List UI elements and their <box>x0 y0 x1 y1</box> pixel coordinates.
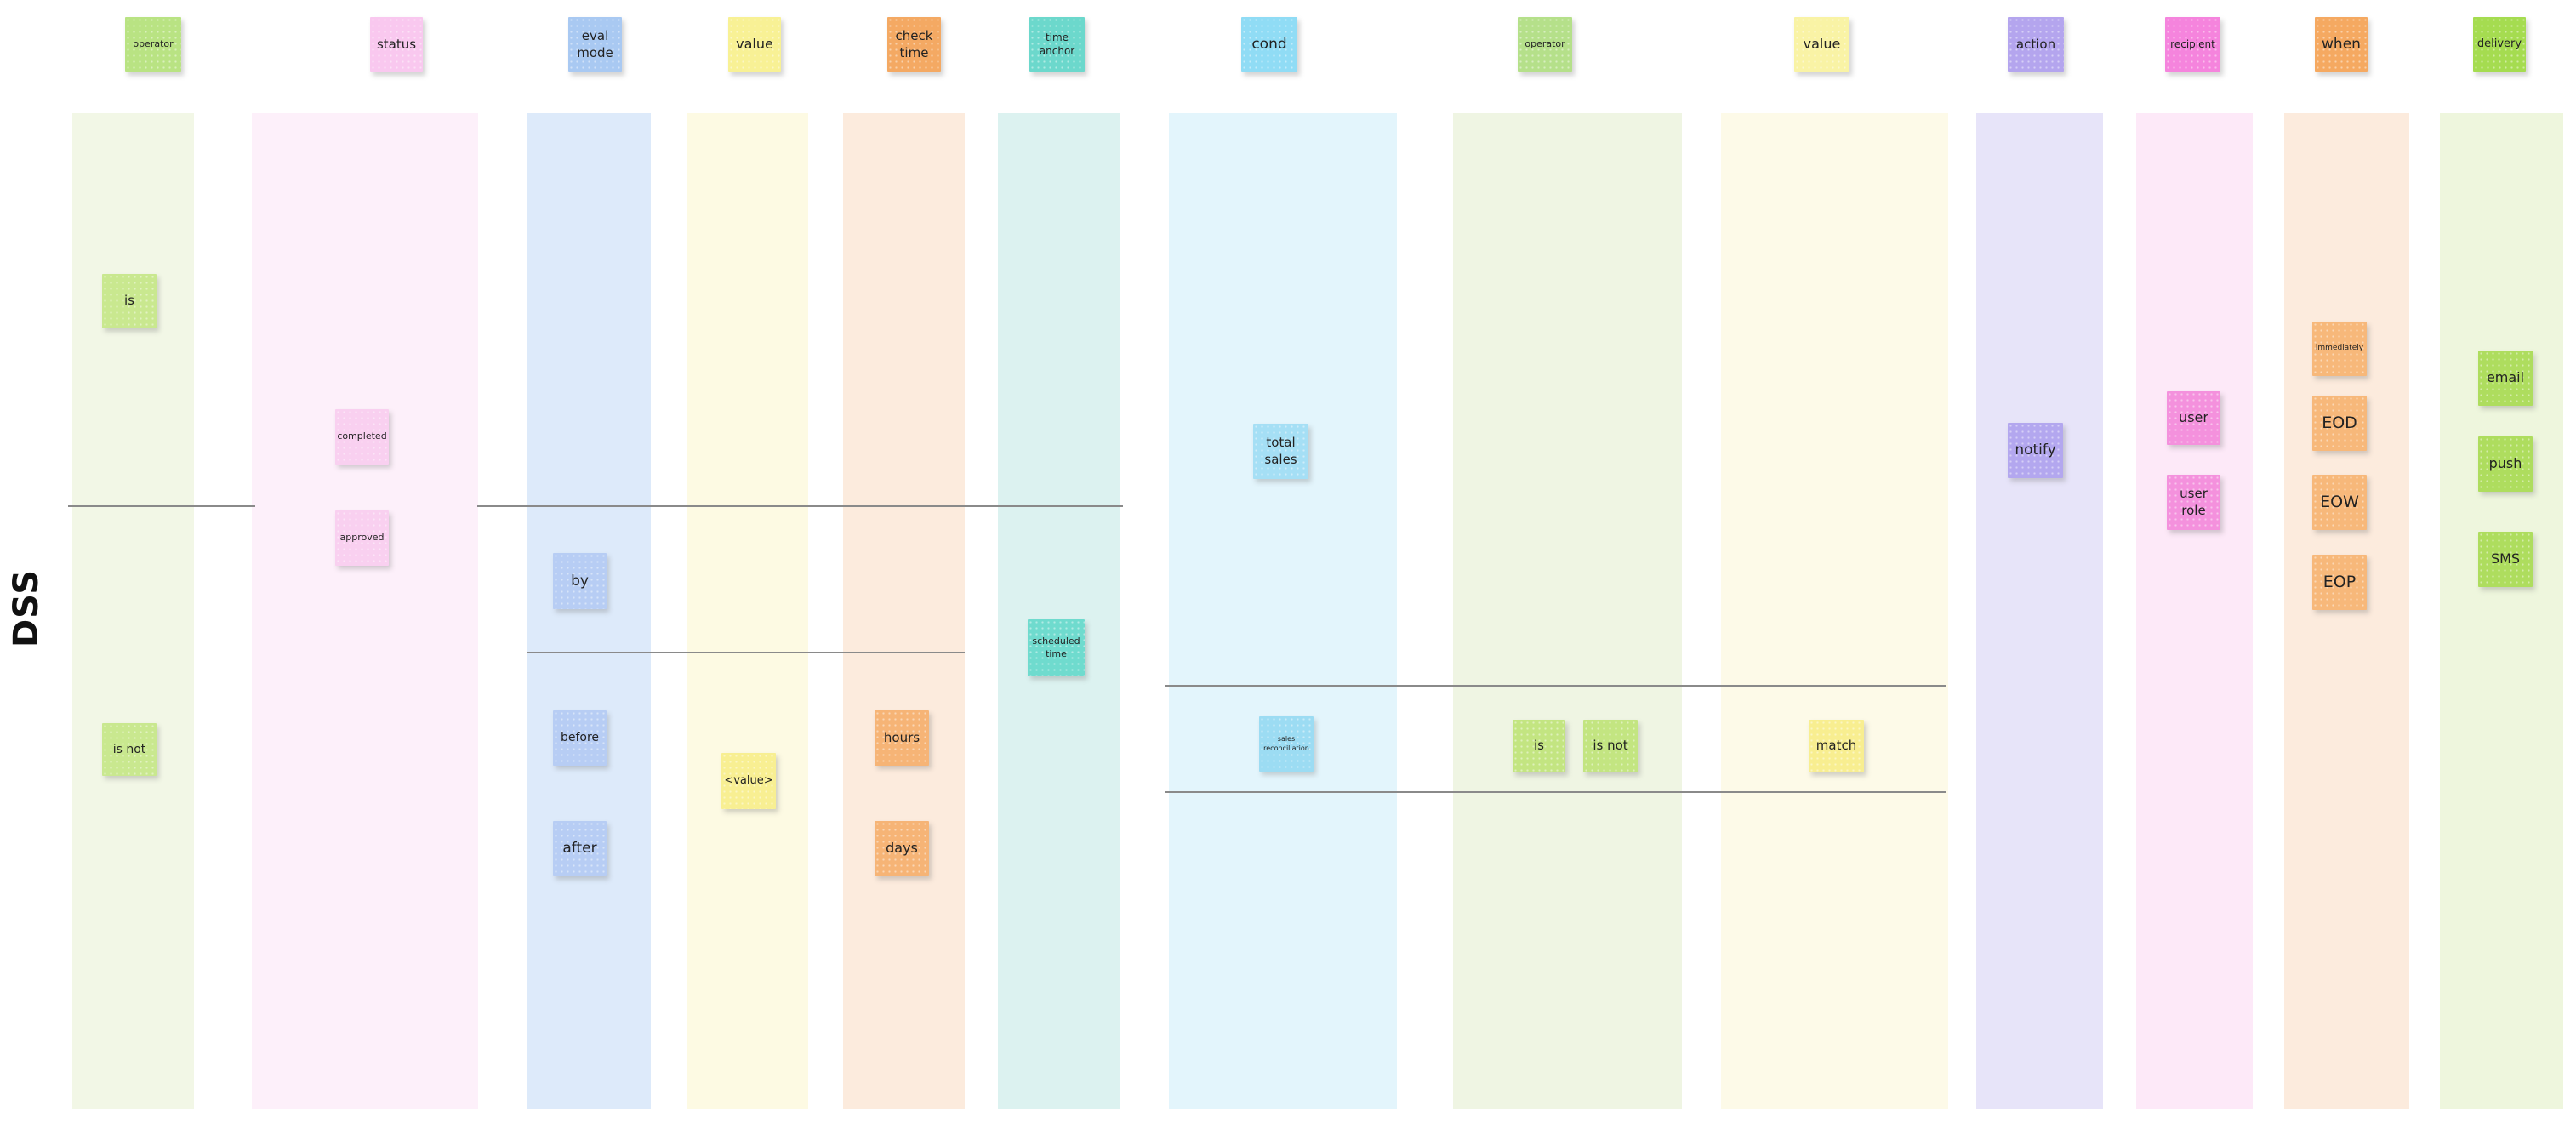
divider-line-operator <box>68 505 255 507</box>
sticky-note-label: email <box>2486 369 2525 386</box>
sticky-note-value-placeholder[interactable]: <value> <box>721 753 776 809</box>
sticky-note-label: EOP <box>2322 573 2357 592</box>
sticky-note-label: sales reconciliation <box>1263 735 1309 752</box>
sticky-note-eop[interactable]: EOP <box>2312 555 2367 610</box>
sticky-note-days[interactable]: days <box>875 821 929 876</box>
sticky-note-eow[interactable]: EOW <box>2312 475 2367 530</box>
lane-recipient <box>2136 113 2253 1109</box>
sticky-note-label: EOW <box>2320 493 2359 512</box>
sticky-note-by[interactable]: by <box>553 553 607 609</box>
lane-header-label: when <box>2322 36 2361 54</box>
sticky-note-user-role[interactable]: user role <box>2167 475 2220 530</box>
sticky-note-label: immediately <box>2315 344 2364 353</box>
lane-header-check-time[interactable]: check time <box>887 17 941 72</box>
lane-header-label: check time <box>895 28 933 60</box>
lane-header-when[interactable]: when <box>2315 17 2368 72</box>
sticky-note-after[interactable]: after <box>553 821 607 876</box>
divider-line-cond-bottom <box>1165 791 1946 793</box>
lane-header-status[interactable]: status <box>370 17 423 72</box>
lane-action <box>1976 113 2103 1109</box>
lane-check-time <box>843 113 965 1109</box>
sticky-note-label: hours <box>883 729 920 745</box>
sticky-note-label: user <box>2179 409 2208 426</box>
sticky-note-label: match <box>1815 738 1857 754</box>
lane-header-label: recipient <box>2170 37 2215 50</box>
sticky-note-label: after <box>562 840 597 858</box>
board-title[interactable]: DSS <box>7 568 46 648</box>
sticky-note-user[interactable]: user <box>2167 391 2220 445</box>
lane-header-value-2[interactable]: value <box>1794 17 1849 72</box>
sticky-note-match[interactable]: match <box>1809 720 1864 772</box>
sticky-note-is-not-1[interactable]: is not <box>102 723 157 776</box>
lane-status <box>252 113 478 1109</box>
sticky-note-eod[interactable]: EOD <box>2312 396 2367 451</box>
sticky-note-label: before <box>560 731 600 745</box>
lane-header-label: status <box>376 36 417 52</box>
lane-header-label: cond <box>1251 36 1287 54</box>
sticky-note-is-not-2[interactable]: is not <box>1583 720 1638 772</box>
lane-header-delivery[interactable]: delivery <box>2473 17 2526 72</box>
lane-header-operator-1[interactable]: operator <box>125 17 181 72</box>
sticky-note-sms[interactable]: SMS <box>2478 532 2533 587</box>
lane-header-cond[interactable]: cond <box>1241 17 1297 72</box>
lane-operator-1 <box>72 113 194 1109</box>
sticky-note-label: is not <box>112 742 146 756</box>
lane-header-recipient[interactable]: recipient <box>2165 17 2220 72</box>
lane-cond <box>1169 113 1397 1109</box>
lane-value-1 <box>687 113 808 1109</box>
lane-header-eval-mode[interactable]: eval mode <box>568 17 622 72</box>
sticky-note-total-sales[interactable]: total sales <box>1253 424 1308 479</box>
lane-when <box>2284 113 2409 1109</box>
lane-header-operator-2[interactable]: operator <box>1518 17 1572 72</box>
sticky-note-approved[interactable]: approved <box>335 510 389 566</box>
sticky-note-label: <value> <box>724 773 773 787</box>
lane-header-label: eval mode <box>577 28 613 60</box>
lane-value-2 <box>1721 113 1948 1109</box>
sticky-note-label: days <box>886 840 918 857</box>
lane-header-action[interactable]: action <box>2008 17 2064 72</box>
lane-header-label: delivery <box>2476 37 2522 51</box>
sticky-note-label: push <box>2488 455 2522 472</box>
sticky-note-label: total sales <box>1264 435 1297 467</box>
sticky-note-immediately[interactable]: immediately <box>2312 322 2367 376</box>
lane-operator-2 <box>1453 113 1682 1109</box>
sticky-note-scheduled-time[interactable]: scheduled time <box>1028 619 1085 676</box>
sticky-note-completed[interactable]: completed <box>335 409 389 465</box>
lane-header-label: time anchor <box>1039 31 1075 57</box>
sticky-note-is-1[interactable]: is <box>102 274 157 328</box>
lane-time-anchor <box>998 113 1120 1109</box>
sticky-note-notify[interactable]: notify <box>2008 423 2063 478</box>
sticky-note-email[interactable]: email <box>2478 351 2533 406</box>
sticky-note-label: is <box>124 293 134 309</box>
divider-line-eval-row1 <box>477 505 1123 507</box>
lane-header-label: value <box>1803 36 1841 53</box>
lane-header-value-1[interactable]: value <box>728 17 781 72</box>
sticky-note-is-2[interactable]: is <box>1513 720 1565 772</box>
sticky-note-label: notify <box>2015 442 2056 459</box>
sticky-note-hours[interactable]: hours <box>875 710 929 766</box>
sticky-note-label: scheduled time <box>1032 636 1080 659</box>
lane-eval-mode <box>527 113 651 1109</box>
sticky-note-label: is <box>1534 738 1544 754</box>
sticky-note-label: user role <box>2180 486 2208 518</box>
sticky-note-label: is not <box>1593 738 1628 754</box>
divider-line-cond-top <box>1165 685 1946 687</box>
lane-header-label: value <box>736 36 773 53</box>
sticky-note-label: SMS <box>2490 550 2521 567</box>
divider-line-eval-row2 <box>527 652 965 653</box>
lane-delivery <box>2440 113 2563 1109</box>
lane-header-time-anchor[interactable]: time anchor <box>1029 17 1085 72</box>
lane-header-label: action <box>2015 36 2056 52</box>
sticky-note-before[interactable]: before <box>553 710 607 766</box>
sticky-note-label: approved <box>339 532 385 544</box>
lane-header-label: operator <box>1525 38 1565 50</box>
sticky-note-label: EOD <box>2322 413 2357 433</box>
sticky-note-label: by <box>571 572 589 590</box>
sticky-note-sales-reconciliation[interactable]: sales reconciliation <box>1259 716 1314 772</box>
lane-header-label: operator <box>133 38 174 50</box>
sticky-note-label: completed <box>337 430 387 442</box>
sticky-note-push[interactable]: push <box>2478 436 2533 492</box>
